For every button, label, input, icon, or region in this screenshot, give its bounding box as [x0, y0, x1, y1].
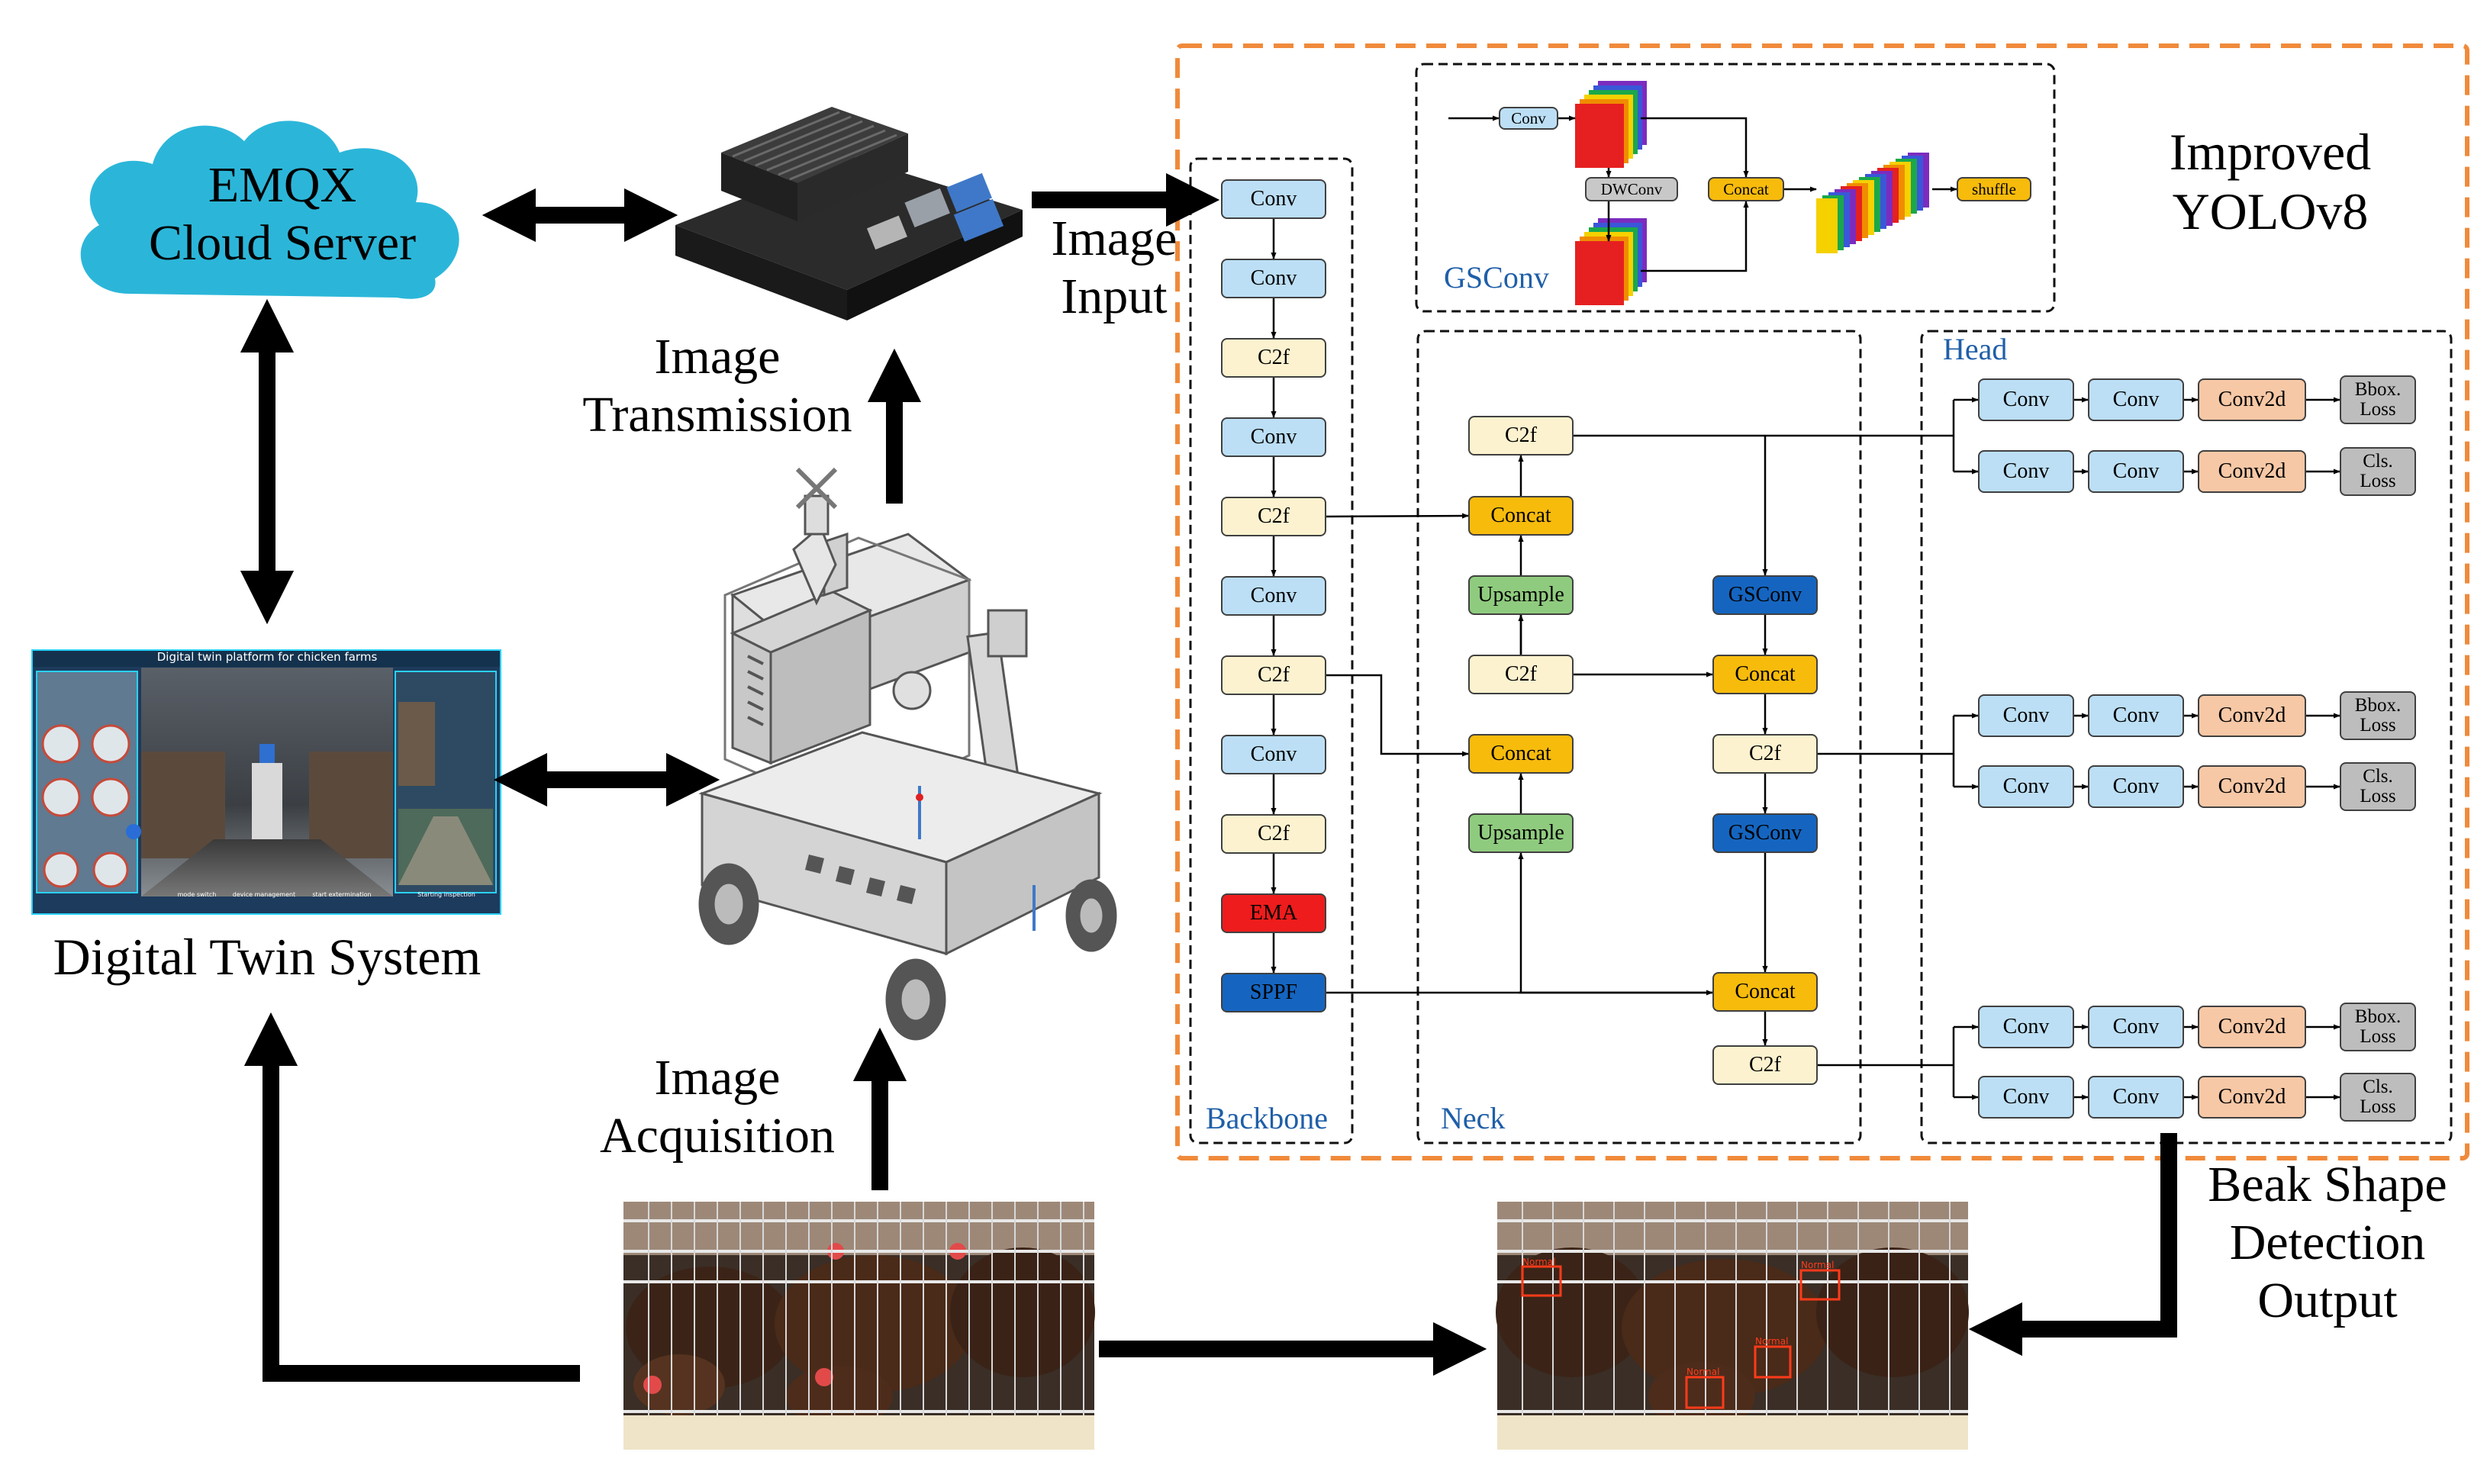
head-cls-loss: Cls. Loss [2340, 447, 2416, 496]
yolo-outer-border [1175, 43, 2469, 1160]
cloud-shape [80, 121, 459, 299]
backbone-sppf: SPPF [1221, 973, 1326, 1012]
head-conv: Conv [1978, 450, 2074, 493]
beak-shape-output-label: Beak Shape Detection Output [2208, 1157, 2447, 1328]
head-conv: Conv [1978, 765, 2074, 808]
head-conv2d: Conv2d [2198, 765, 2306, 808]
feature-map-stack-shuffled [1816, 153, 1929, 253]
gsconv-conv-node: Conv [1499, 107, 1558, 130]
neck-c2f-mid: C2f [1468, 655, 1574, 694]
digital-twin-screen [31, 649, 501, 915]
jetson-board [675, 107, 1023, 320]
twin-screen-title: Digital twin platform for chicken farms [156, 650, 378, 664]
neck-concat-4: Concat [1712, 972, 1818, 1012]
detection-box [1754, 1345, 1792, 1379]
neck-concat-1: Concat [1468, 496, 1574, 536]
edge [1326, 972, 1767, 994]
neck-gsconv-2: GSConv [1712, 813, 1818, 853]
head-bbox-loss: Bbox. Loss [2340, 375, 2416, 424]
image-acquisition-label: Image Acquisition [600, 1050, 835, 1164]
inspection-robot [698, 467, 1117, 1041]
twin-button-starting-inspection[interactable]: Starting inspection [417, 891, 475, 898]
neck-c2f-out-2: C2f [1712, 1045, 1818, 1085]
head-bbox-loss: Bbox. Loss [2340, 691, 2416, 740]
head-conv: Conv [2088, 378, 2184, 421]
detection-label: Normal [1801, 1260, 1835, 1270]
detection-label: Normal [1522, 1257, 1556, 1267]
pipeline-arrow [1968, 1133, 2177, 1357]
edge [1641, 117, 1749, 178]
head-conv2d: Conv2d [2198, 694, 2306, 737]
pipeline-arrows [240, 172, 2177, 1382]
backbone-conv-4: Conv [1221, 576, 1326, 616]
pipeline-arrow [243, 1012, 580, 1382]
edge [1326, 674, 1469, 757]
backbone-conv-1: Conv [1221, 179, 1326, 219]
head-section-label: Head [1943, 332, 2008, 366]
backbone-c2f-1: C2f [1221, 338, 1326, 378]
backbone-conv-5: Conv [1221, 735, 1326, 774]
image-input-label: Image Input [1051, 211, 1177, 324]
neck-concat-3: Concat [1712, 655, 1818, 694]
backbone-ema: EMA [1221, 893, 1326, 933]
head-conv: Conv [2088, 450, 2184, 493]
head-conv: Conv [1978, 378, 2074, 421]
neck-gsconv-1: GSConv [1712, 575, 1818, 615]
head-conv2d: Conv2d [2198, 450, 2306, 493]
gsconv-box [1415, 63, 2056, 313]
neck-c2f-top: C2f [1468, 416, 1574, 456]
neck-section-label: Neck [1441, 1101, 1506, 1135]
detection-output-photo [1496, 1202, 1969, 1450]
feature-map-stack-1 [1575, 81, 1647, 168]
gsconv-detail [1575, 81, 1929, 305]
neck-upsample-1: Upsample [1468, 575, 1574, 615]
head-conv2d: Conv2d [2198, 1076, 2306, 1119]
twin-button-device-management[interactable]: device management [232, 891, 296, 898]
twin-button-start-extermination[interactable]: start extermination [312, 891, 372, 898]
detection-box [1685, 1376, 1725, 1409]
head-conv: Conv [2088, 765, 2184, 808]
backbone-c2f-3: C2f [1221, 655, 1326, 695]
head-conv: Conv [2088, 1006, 2184, 1048]
backbone-c2f-4: C2f [1221, 814, 1326, 854]
gsconv-dwconv-node: DWConv [1585, 177, 1678, 201]
backbone-section-label: Backbone [1206, 1101, 1328, 1135]
neck-c2f-out-1: C2f [1712, 734, 1818, 774]
head-conv: Conv [2088, 694, 2184, 737]
head-conv: Conv [1978, 694, 2074, 737]
head-conv: Conv [2088, 1076, 2184, 1119]
head-conv2d: Conv2d [2198, 378, 2306, 421]
backbone-box [1189, 157, 1354, 1144]
head-bbox-loss: Bbox. Loss [2340, 1003, 2416, 1051]
backbone-conv-2: Conv [1221, 259, 1326, 298]
feature-map-stack-2 [1575, 218, 1647, 305]
head-conv2d: Conv2d [2198, 1006, 2306, 1048]
head-cls-loss: Cls. Loss [2340, 762, 2416, 811]
edge [1326, 513, 1469, 519]
backbone-c2f-2: C2f [1221, 497, 1326, 536]
improved-yolov8-label: Improved YOLOv8 [2169, 123, 2372, 241]
detection-box [1521, 1265, 1562, 1297]
gsconv-section-label: GSConv [1444, 260, 1549, 295]
neck-upsample-2: Upsample [1468, 813, 1574, 853]
gsconv-concat-node: Concat [1708, 177, 1784, 201]
head-conv: Conv [1978, 1006, 2074, 1048]
head-conv: Conv [1978, 1076, 2074, 1119]
detection-label: Normal [1686, 1367, 1720, 1377]
backbone-conv-3: Conv [1221, 417, 1326, 457]
chicken-cage-photo [623, 1202, 1095, 1450]
neck-concat-2: Concat [1468, 734, 1574, 774]
cloud-server-label: EMQX Cloud Server [148, 157, 417, 271]
detection-label: Normal [1755, 1336, 1789, 1347]
digital-twin-system-label: Digital Twin System [53, 928, 482, 986]
twin-button-mode-switch[interactable]: mode switch [177, 891, 217, 898]
image-transmission-label: Image Transmission [582, 329, 852, 443]
detection-box [1799, 1269, 1841, 1301]
gsconv-shuffle-node: shuffle [1957, 177, 2031, 201]
edge [1641, 201, 1749, 272]
head-cls-loss: Cls. Loss [2340, 1073, 2416, 1122]
